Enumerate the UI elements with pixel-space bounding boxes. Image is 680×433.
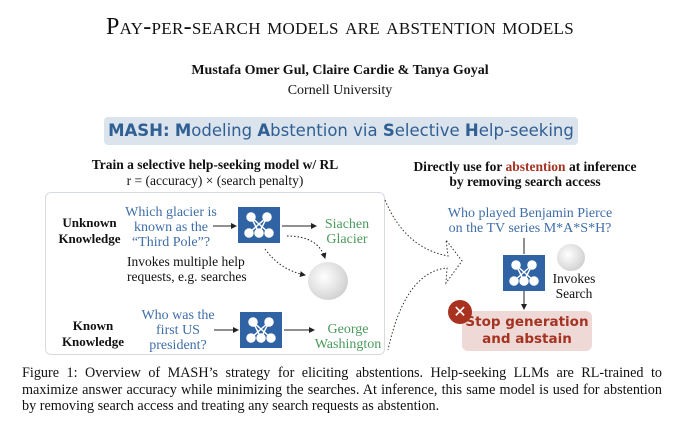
affiliation: Cornell University <box>287 83 393 98</box>
stop-abstain-box: Stop generation and abstain <box>462 311 592 351</box>
llm-model-icon <box>503 255 545 291</box>
banner-letter: A <box>257 121 271 140</box>
unknown-question: Which glacier is known as the “Third Pol… <box>125 205 217 250</box>
unknown-answer: Siachen Glacier <box>324 217 370 247</box>
heading-highlight: abstention <box>505 159 566 174</box>
paper-title: Pay-per-search models are abstention mod… <box>106 14 574 40</box>
unknown-knowledge-label: Unknown Knowledge <box>58 215 121 246</box>
known-question: Who was the first US president? <box>141 308 215 353</box>
known-answer: George Washington <box>314 322 382 352</box>
heading-text: by removing search access <box>449 174 601 189</box>
dotted-arrow <box>264 248 306 277</box>
heading-text: Directly use for <box>413 159 506 174</box>
wikipedia-globe-icon <box>557 244 585 271</box>
big-dotted-arrow <box>384 199 463 351</box>
known-knowledge-label: Known Knowledge <box>61 318 125 349</box>
heading-text: at inference <box>565 159 637 174</box>
invokes-note: Invokes multiple help requests, e.g. sea… <box>127 254 247 284</box>
right-heading: Directly use for abstention at inference… <box>400 159 650 189</box>
invokes-search-label: Invokes Search <box>552 271 596 301</box>
mash-banner: MASH: Modeling Abstention via Selective … <box>104 117 578 145</box>
banner-letter: M <box>174 121 192 140</box>
banner-text: elective <box>394 121 465 140</box>
x-circle-icon: ✕ <box>448 300 472 324</box>
llm-model-icon <box>238 207 280 243</box>
inference-question: Who played Benjamin Pierce on the TV ser… <box>447 206 613 236</box>
left-heading: Train a selective help-seeking model w/ … <box>91 157 339 172</box>
banner-prefix: MASH: <box>108 121 170 140</box>
dotted-arrow <box>286 235 327 259</box>
banner-letter: S <box>382 121 395 140</box>
reward-formula: r = (accuracy) × (search penalty) <box>126 173 304 188</box>
banner-letter: H <box>464 121 479 140</box>
llm-model-icon <box>240 312 282 348</box>
banner-text: odeling <box>191 121 258 140</box>
authors: Mustafa Omer Gul, Claire Cardie & Tanya … <box>191 63 489 78</box>
banner-text: elp-seeking <box>478 121 574 140</box>
figure-caption: Figure 1: Overview of MASH’s strategy fo… <box>22 365 662 414</box>
banner-text: bstention via <box>270 121 383 140</box>
training-panel <box>45 192 385 355</box>
wikipedia-globe-icon <box>308 262 348 300</box>
